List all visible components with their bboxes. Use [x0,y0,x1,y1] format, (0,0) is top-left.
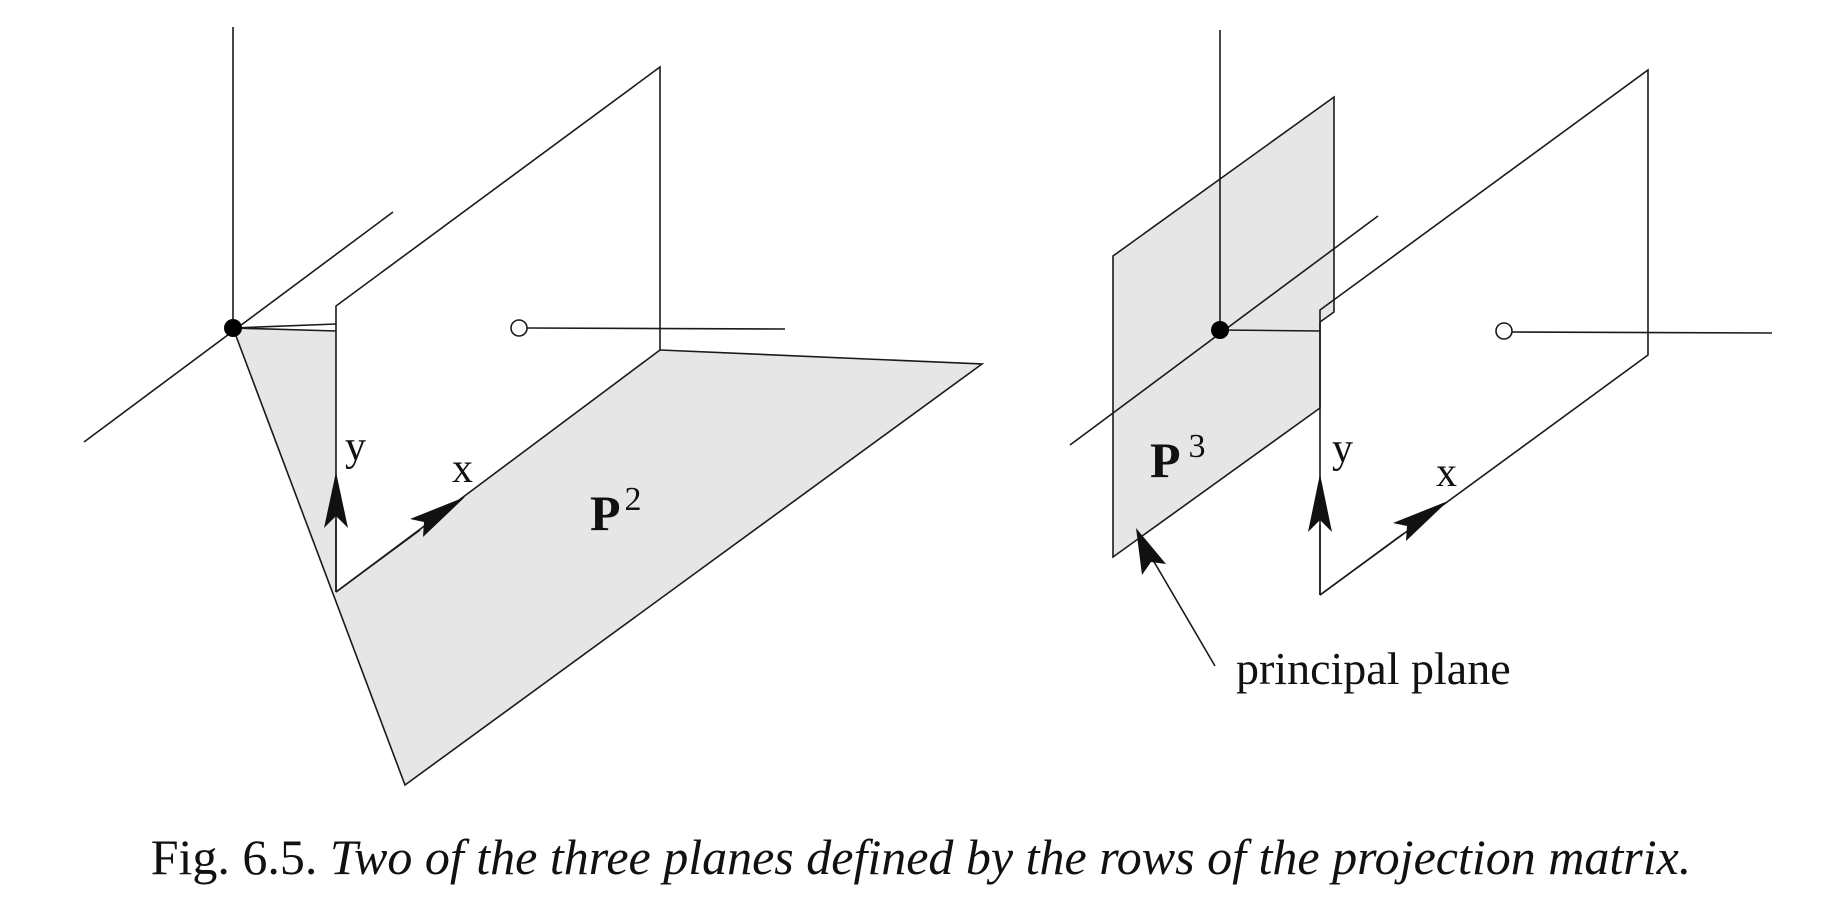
principal-plane-annotation: principal plane [1236,643,1511,694]
ray-line [1219,329,1321,332]
camera-centre-dot [1211,321,1229,339]
y-arrow-head [1308,474,1332,532]
principal-axis-line [526,327,786,330]
left-y-label: y [345,424,366,470]
ray-line [232,327,337,332]
image-plane-outline [1319,68,1649,596]
principal-plane-pointer [1152,559,1216,667]
right-x-label: x [1436,450,1457,496]
figure-caption: Fig. 6.5. Two of the three planes define… [0,832,1842,882]
principal-plane-pointer-head [1136,528,1166,575]
right-y-label: y [1332,426,1353,472]
left-x-label: x [452,446,473,492]
plane-p2-fill [233,328,982,785]
caption-text: Two of the three planes defined by the r… [329,829,1692,885]
x-arrow-head [1393,501,1448,541]
x-arrow-shaft [335,529,421,593]
image-plane-outline [335,65,661,593]
caption-number: Fig. 6.5. [150,829,318,885]
camera-centre-dot [224,319,242,337]
principal-axis-line [1511,331,1773,334]
y-arrow-head [324,472,348,528]
principal-point-marker [510,319,528,337]
x-arrow-head [410,497,465,537]
ray-line [232,323,337,329]
x-arrow-shaft [1319,533,1404,596]
plane-p2-outline [232,327,985,787]
principal-point-marker [1495,322,1513,340]
